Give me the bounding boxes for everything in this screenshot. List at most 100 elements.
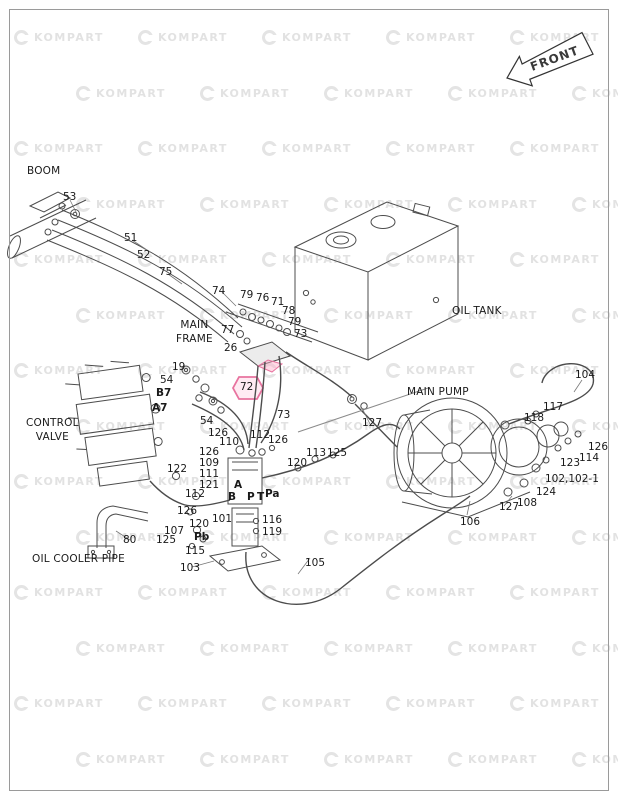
- watermark-text: KOMPART: [158, 586, 228, 599]
- watermark-text: KOMPART: [158, 31, 228, 44]
- kompart-logo-icon: [138, 363, 155, 378]
- kompart-logo-icon: [262, 474, 279, 489]
- watermark-text: KOMPART: [96, 197, 166, 211]
- main-pump-drawing: [393, 397, 569, 518]
- kompart-logo-icon: [386, 252, 403, 267]
- watermark: KOMPART: [14, 696, 104, 711]
- hose-fittings: [171, 394, 582, 550]
- watermark: KOMPART: [262, 696, 352, 711]
- watermark: KOMPART: [262, 30, 352, 45]
- kompart-logo-icon: [138, 585, 155, 600]
- kompart-logo-icon: [200, 751, 217, 767]
- watermark: KOMPART: [572, 418, 618, 434]
- kompart-logo-icon: [324, 529, 341, 545]
- watermark-text: KOMPART: [344, 530, 414, 544]
- watermark-text: KOMPART: [530, 475, 600, 488]
- kompart-logo-icon: [448, 418, 465, 434]
- kompart-logo-icon: [448, 307, 465, 323]
- valve-inlet-fittings: [181, 365, 225, 414]
- kompart-logo-icon: [510, 474, 527, 489]
- watermark: KOMPART: [324, 196, 414, 212]
- kompart-logo-icon: [572, 307, 589, 323]
- watermark: KOMPART: [510, 696, 600, 711]
- kompart-logo-icon: [510, 696, 527, 711]
- watermark: KOMPART: [510, 252, 600, 267]
- watermark: KOMPART: [200, 196, 290, 212]
- kompart-logo-icon: [448, 85, 465, 101]
- kompart-logo-icon: [386, 141, 403, 156]
- watermark-text: KOMPART: [344, 752, 414, 766]
- kompart-logo-icon: [14, 30, 31, 45]
- kompart-logo-icon: [510, 30, 527, 45]
- watermark-text: KOMPART: [34, 142, 104, 155]
- watermark-text: KOMPART: [592, 197, 618, 211]
- watermark-text: KOMPART: [220, 308, 290, 322]
- watermark: KOMPART: [572, 85, 618, 101]
- kompart-logo-icon: [572, 751, 589, 767]
- kompart-logo-icon: [138, 141, 155, 156]
- watermark-text: KOMPART: [468, 86, 538, 100]
- kompart-logo-icon: [324, 85, 341, 101]
- watermark: KOMPART: [324, 85, 414, 101]
- highlight-part-72: [231, 359, 284, 400]
- watermark: KOMPART: [14, 363, 104, 378]
- kompart-logo-icon: [14, 363, 31, 378]
- watermark-text: KOMPART: [96, 641, 166, 655]
- watermark-text: KOMPART: [468, 752, 538, 766]
- oil-tank-drawing: [293, 201, 460, 433]
- watermark: KOMPART: [262, 141, 352, 156]
- kompart-logo-icon: [200, 196, 217, 212]
- watermark-text: KOMPART: [96, 752, 166, 766]
- watermark: KOMPART: [324, 640, 414, 656]
- watermark: KOMPART: [448, 85, 538, 101]
- kompart-logo-icon: [138, 252, 155, 267]
- kompart-logo-icon: [386, 696, 403, 711]
- kompart-logo-icon: [138, 696, 155, 711]
- watermark: KOMPART: [200, 751, 290, 767]
- kompart-logo-icon: [510, 585, 527, 600]
- watermark-text: KOMPART: [592, 86, 618, 100]
- watermark: KOMPART: [448, 751, 538, 767]
- watermark-text: KOMPART: [468, 197, 538, 211]
- watermark-text: KOMPART: [406, 31, 476, 44]
- watermark: KOMPART: [200, 85, 290, 101]
- kompart-logo-icon: [262, 252, 279, 267]
- watermark: KOMPART: [76, 751, 166, 767]
- watermark-text: KOMPART: [34, 475, 104, 488]
- watermark: KOMPART: [138, 585, 228, 600]
- watermark-text: KOMPART: [34, 697, 104, 710]
- watermark-text: KOMPART: [406, 253, 476, 266]
- watermark: KOMPART: [448, 529, 538, 545]
- watermark: KOMPART: [386, 141, 476, 156]
- watermark-text: KOMPART: [344, 419, 414, 433]
- watermark: KOMPART: [138, 474, 228, 489]
- kompart-logo-icon: [572, 418, 589, 434]
- kompart-logo-icon: [262, 696, 279, 711]
- kompart-logo-icon: [324, 196, 341, 212]
- watermark-text: KOMPART: [592, 752, 618, 766]
- kompart-logo-icon: [572, 529, 589, 545]
- kompart-logo-icon: [200, 85, 217, 101]
- watermark: KOMPART: [386, 30, 476, 45]
- control-valve-drawing: [65, 360, 163, 487]
- kompart-logo-icon: [448, 640, 465, 656]
- watermark-text: KOMPART: [158, 697, 228, 710]
- watermark: KOMPART: [14, 141, 104, 156]
- kompart-logo-icon: [510, 252, 527, 267]
- watermark-text: KOMPART: [468, 641, 538, 655]
- watermark-text: KOMPART: [406, 475, 476, 488]
- watermark-text: KOMPART: [406, 364, 476, 377]
- watermark: KOMPART: [324, 418, 414, 434]
- watermark: KOMPART: [572, 196, 618, 212]
- watermark: KOMPART: [572, 307, 618, 323]
- watermark-text: KOMPART: [220, 530, 290, 544]
- watermark: KOMPART: [138, 252, 228, 267]
- kompart-logo-icon: [386, 585, 403, 600]
- watermark: KOMPART: [138, 363, 228, 378]
- watermark: KOMPART: [572, 529, 618, 545]
- watermark: KOMPART: [448, 196, 538, 212]
- watermark-text: KOMPART: [220, 752, 290, 766]
- watermark-text: KOMPART: [158, 142, 228, 155]
- oil-cooler-pipe-drawing: [87, 505, 149, 559]
- watermark-text: KOMPART: [34, 31, 104, 44]
